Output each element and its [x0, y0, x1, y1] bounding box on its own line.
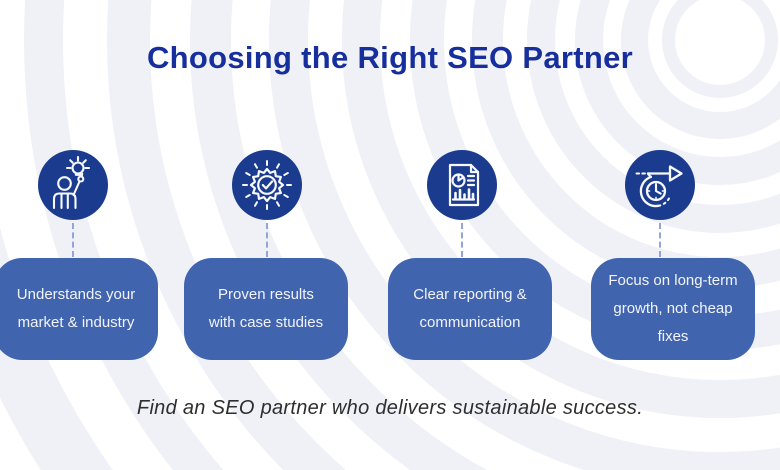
dashed-connector-3 — [461, 223, 463, 257]
quality-badge-icon — [242, 160, 292, 210]
icon-circle-2 — [232, 150, 302, 220]
person-idea-icon — [52, 155, 91, 210]
feature-card-label-3: Clear reporting & communication — [413, 286, 527, 331]
dashed-connector-1 — [72, 223, 74, 257]
dashed-connector-4 — [659, 223, 661, 257]
feature-card-1: Understands your market & industry — [0, 258, 158, 360]
long-term-growth-icon — [635, 165, 683, 208]
page-title: Choosing the Right SEO Partner — [146, 40, 634, 75]
feature-card-4: Focus on long-term growth, not cheap fix… — [591, 258, 755, 360]
feature-card-label-2: Proven results with case studies — [208, 286, 324, 331]
icon-circle-4 — [625, 150, 695, 220]
icon-circle-1 — [38, 150, 108, 220]
tagline: Find an SEO partner who delivers sustain… — [136, 397, 644, 419]
icon-circle-3 — [427, 150, 497, 220]
report-document-icon — [448, 163, 480, 207]
feature-card-label-1: Understands your market & industry — [16, 286, 136, 331]
feature-card-label-4: Focus on long-term growth, not cheap fix… — [608, 272, 738, 345]
dashed-connector-2 — [266, 223, 268, 257]
feature-card-3: Clear reporting & communication — [388, 258, 552, 360]
feature-card-2: Proven results with case studies — [184, 258, 348, 360]
